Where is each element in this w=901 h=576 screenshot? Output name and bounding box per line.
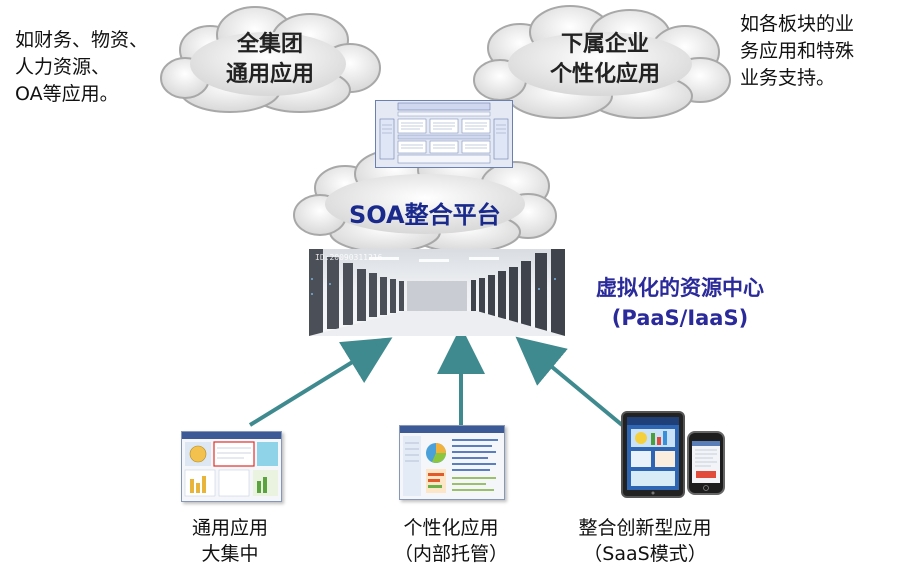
- app-screenshot-general: [181, 431, 282, 502]
- tablet-device: [621, 411, 685, 498]
- window-titlebar: [400, 426, 504, 433]
- app-screenshot-content: [403, 436, 498, 496]
- right-note-line: 如各板块的业: [740, 13, 855, 35]
- cloud-enterprise-apps: [473, 5, 731, 119]
- left-note-line: 如财务、物资、: [15, 29, 149, 51]
- resource-center-label: 虚拟化的资源中心 (PaaS/IaaS): [570, 273, 790, 333]
- cloud-group-apps: [160, 6, 381, 113]
- cloud-group-line: 全集团: [236, 32, 303, 57]
- caption-line: 通用应用: [191, 517, 268, 539]
- left-note-line: 人力资源、: [15, 56, 111, 78]
- phone-screen: [692, 441, 720, 491]
- cloud-enterprise-label: 下属企业 个性化应用: [530, 30, 680, 90]
- soa-platform-label: SOA整合平台: [349, 201, 501, 229]
- cloud-group-label: 全集团 通用应用: [200, 30, 340, 90]
- resource-center-title: 虚拟化的资源中心: [596, 276, 764, 300]
- caption-integrated: 整合创新型应用 （SaaS模式）: [560, 515, 730, 567]
- cloud-enterprise-line: 下属企业: [560, 32, 649, 57]
- cloud-enterprise-line: 个性化应用: [549, 62, 660, 87]
- arrow-right: [515, 336, 624, 427]
- caption-general: 通用应用 大集中: [165, 515, 295, 567]
- cloud-soa-platform: [293, 145, 557, 253]
- right-note-line: 务应用和特殊: [740, 40, 855, 62]
- image-watermark: ID:20090311216: [315, 253, 383, 262]
- phone-device: [687, 431, 725, 495]
- caption-line: 整合创新型应用: [578, 517, 712, 539]
- caption-line: 个性化应用: [403, 517, 499, 539]
- caption-line: 大集中: [201, 543, 259, 565]
- tablet-screen: [627, 417, 679, 495]
- resource-center-subtitle: (PaaS/IaaS): [611, 306, 749, 330]
- server-room-graphic: [309, 249, 565, 336]
- datacenter-image: ID:20090311216: [309, 249, 565, 336]
- architecture-graphic: [379, 102, 509, 164]
- soa-architecture-diagram: [375, 100, 513, 168]
- caption-line: （SaaS模式）: [583, 543, 707, 565]
- app-screenshot-personalized: [399, 425, 505, 500]
- app-screenshot-content: [184, 441, 278, 497]
- cloud-group-line: 通用应用: [225, 62, 314, 87]
- window-titlebar: [182, 432, 281, 439]
- left-note-line: OA等应用。: [15, 83, 119, 105]
- left-note: 如财务、物资、 人力资源、 OA等应用。: [15, 27, 148, 108]
- arrow-left: [248, 337, 393, 427]
- caption-personalized: 个性化应用 （内部托管）: [376, 515, 526, 567]
- right-note: 如各板块的业 务应用和特殊 业务支持。: [740, 11, 854, 92]
- caption-line: （内部托管）: [393, 543, 508, 565]
- right-note-line: 业务支持。: [740, 67, 836, 89]
